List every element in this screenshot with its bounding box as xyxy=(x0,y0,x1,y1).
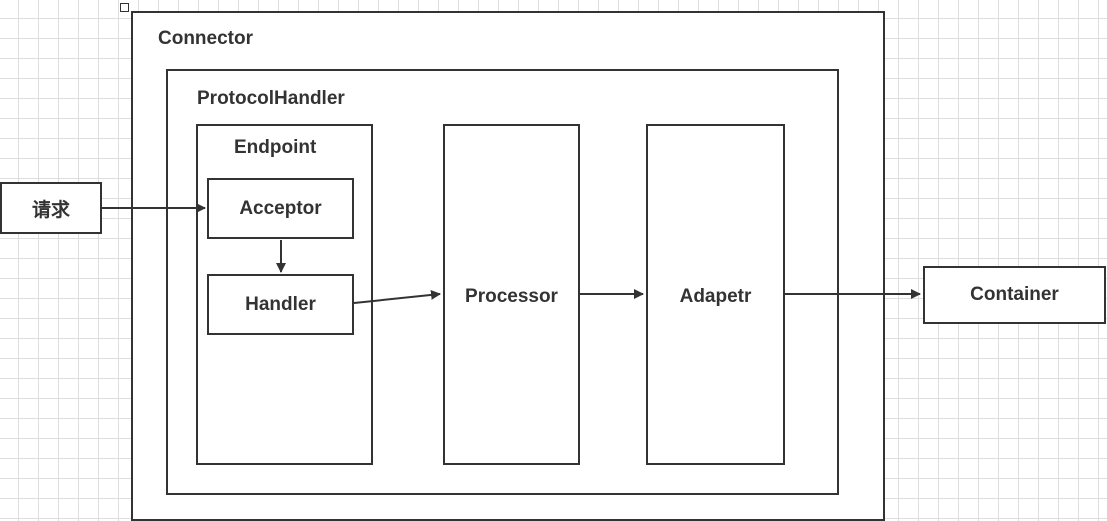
resize-handle[interactable] xyxy=(120,3,129,12)
handler-box: Handler xyxy=(207,274,354,335)
processor-box: Processor xyxy=(443,124,580,465)
container-box: Container xyxy=(923,266,1106,324)
connector-arrows xyxy=(102,203,921,304)
handler-label: Handler xyxy=(245,293,316,315)
request-label: 请求 xyxy=(31,199,70,221)
endpoint-label: Endpoint xyxy=(234,137,317,158)
arrow-handler-to-processor xyxy=(353,289,441,304)
acceptor-label: Acceptor xyxy=(239,197,322,219)
protocol-handler-label: ProtocolHandler xyxy=(197,88,345,109)
processor-label: Processor xyxy=(465,286,558,307)
request-box: 请求 xyxy=(0,182,102,234)
adapter-label: Adapetr xyxy=(679,286,752,307)
connector-label: Connector xyxy=(158,28,253,49)
container-label: Container xyxy=(970,284,1059,305)
adapter-box: Adapetr xyxy=(646,124,785,465)
acceptor-box: Acceptor xyxy=(207,178,354,239)
